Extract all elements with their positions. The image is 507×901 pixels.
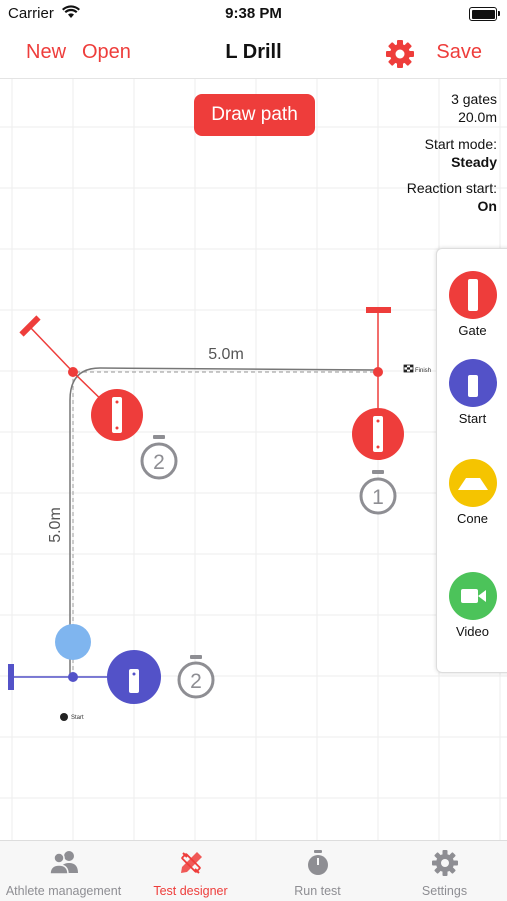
tab-settings[interactable]: Settings (381, 841, 507, 901)
video-camera-icon (448, 572, 497, 620)
finish-flag-icon (403, 364, 414, 373)
palette-video-label: Video (455, 624, 489, 639)
palette-gate-label: Gate (458, 323, 487, 338)
page-title: L Drill (225, 41, 282, 63)
palette-cone[interactable]: Cone (437, 459, 507, 526)
reaction-start[interactable]: Reaction start: On (407, 179, 497, 215)
palette-start[interactable]: Start (437, 359, 507, 426)
timer-gate-2-icon (140, 435, 178, 480)
palette-start-label: Start (458, 411, 487, 426)
timer-gate-2-number: 2 (153, 451, 165, 474)
navigation-bar: New Open L Drill Save (0, 30, 507, 79)
clock: 9:38 PM (225, 5, 282, 22)
people-icon (48, 851, 78, 875)
gate-start (8, 650, 161, 704)
open-button[interactable]: Open (82, 41, 131, 63)
timer-start-icon (177, 655, 215, 699)
design-tools-icon (180, 852, 202, 874)
palette-video[interactable]: Video (437, 572, 507, 639)
total-distance: 20.0m (458, 109, 497, 125)
start-mode[interactable]: Start mode: Steady (425, 135, 497, 171)
finish-label: Finish (415, 368, 431, 374)
carrier-label: Carrier (8, 5, 54, 22)
stopwatch-icon (307, 850, 328, 875)
start-label: Start (71, 715, 84, 721)
start-marker-icon (60, 713, 68, 721)
settings-gear-icon[interactable] (384, 38, 416, 70)
start-gate-icon (448, 359, 497, 407)
gate-corner (19, 315, 143, 441)
draw-path-button[interactable]: Draw path (194, 94, 315, 136)
new-button[interactable]: New (26, 41, 67, 63)
timer-gate-1-number: 1 (372, 486, 384, 509)
palette-cone-label: Cone (456, 511, 489, 526)
gates-count: 3 gates (451, 91, 497, 107)
palette-gate[interactable]: Gate (437, 271, 507, 338)
tab-settings-label: Settings (421, 884, 468, 898)
wifi-icon (62, 5, 80, 18)
gate-finish (352, 307, 404, 460)
timer-start-number: 2 (190, 670, 202, 693)
segment-left-label: 5.0m (47, 507, 64, 543)
element-palette: Gate Start Cone Video (436, 248, 507, 673)
timer-gate-1-icon (359, 470, 397, 515)
tab-run-test-label: Run test (294, 884, 341, 898)
gate-icon (448, 271, 497, 319)
reaction-start-value: On (477, 198, 497, 214)
tab-test-designer[interactable]: Test designer (127, 841, 254, 901)
tab-run-test[interactable]: Run test (254, 841, 381, 901)
segment-top-label: 5.0m (208, 346, 244, 363)
course-summary: 3 gates 20.0m (451, 90, 497, 126)
start-mode-value: Steady (451, 154, 497, 170)
tab-test-designer-label: Test designer (153, 884, 228, 898)
reaction-start-label: Reaction start: (406, 180, 497, 196)
tab-athlete-management[interactable]: Athlete management (0, 841, 127, 901)
gear-icon (431, 850, 458, 876)
athlete-marker (55, 624, 91, 660)
save-button[interactable]: Save (436, 41, 482, 63)
tab-bar: Athlete management Test designer Run tes… (0, 840, 507, 901)
status-bar: Carrier 9:38 PM (0, 0, 507, 30)
tab-athlete-management-label: Athlete management (5, 884, 122, 898)
cone-icon (448, 459, 497, 507)
start-mode-label: Start mode: (424, 136, 497, 152)
battery-icon (469, 7, 500, 21)
